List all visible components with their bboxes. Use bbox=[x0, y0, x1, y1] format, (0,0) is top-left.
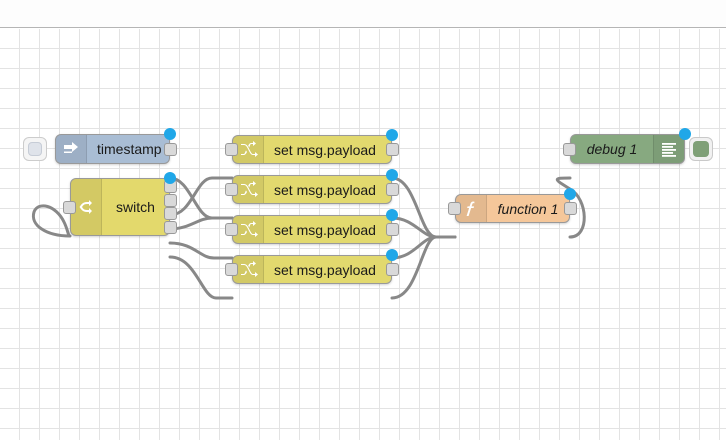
wire[interactable] bbox=[168, 241, 234, 260]
wire[interactable] bbox=[390, 176, 457, 239]
debug-toggle-button[interactable] bbox=[689, 137, 713, 161]
node-function-function-1[interactable]: function 1 bbox=[455, 194, 570, 223]
wire[interactable] bbox=[168, 255, 234, 300]
inject-trigger-button[interactable] bbox=[23, 137, 47, 161]
change-shuffle-icon bbox=[233, 216, 264, 243]
inject-trigger-inner bbox=[28, 142, 42, 156]
node-label: timestamp bbox=[97, 141, 162, 157]
node-output-port[interactable] bbox=[164, 207, 177, 221]
wire[interactable] bbox=[168, 216, 234, 231]
wire[interactable] bbox=[390, 235, 457, 260]
node-change-set-msg-payload[interactable]: set msg.payload bbox=[232, 175, 392, 204]
node-output-port[interactable] bbox=[164, 142, 177, 156]
node-input-port[interactable] bbox=[225, 223, 238, 236]
change-shuffle-icon bbox=[233, 136, 264, 163]
editor-top-strip bbox=[0, 0, 726, 28]
node-inject-timestamp[interactable]: timestamp bbox=[55, 134, 170, 164]
inject-arrow-icon bbox=[56, 135, 87, 163]
node-output-port[interactable] bbox=[164, 193, 177, 207]
node-label: set msg.payload bbox=[274, 261, 376, 278]
node-status-dot bbox=[164, 172, 176, 184]
node-output-port[interactable] bbox=[386, 143, 399, 156]
wire[interactable] bbox=[168, 176, 234, 220]
node-debug-debug-1[interactable]: debug 1 bbox=[570, 134, 685, 164]
node-status-dot bbox=[564, 188, 576, 200]
wire[interactable] bbox=[390, 216, 457, 239]
node-status-dot bbox=[386, 129, 398, 141]
switch-branch-icon bbox=[71, 179, 102, 235]
function-f-icon bbox=[456, 195, 487, 222]
node-label: set msg.payload bbox=[274, 181, 376, 198]
node-input-port[interactable] bbox=[225, 143, 238, 156]
node-label: function 1 bbox=[497, 200, 559, 217]
node-output-port[interactable] bbox=[564, 202, 577, 215]
debug-toggle-inner bbox=[693, 141, 709, 157]
node-output-port[interactable] bbox=[386, 183, 399, 196]
node-status-dot bbox=[679, 128, 691, 140]
node-status-dot bbox=[164, 128, 176, 140]
node-input-port[interactable] bbox=[63, 200, 76, 214]
node-output-port[interactable] bbox=[164, 220, 177, 234]
wire[interactable] bbox=[390, 235, 457, 300]
change-shuffle-icon bbox=[233, 256, 264, 283]
node-status-dot bbox=[386, 169, 398, 181]
node-change-set-msg-payload[interactable]: set msg.payload bbox=[232, 215, 392, 244]
debug-lines-icon bbox=[653, 135, 684, 163]
node-input-port[interactable] bbox=[448, 202, 461, 215]
node-label: switch bbox=[116, 199, 155, 215]
node-change-set-msg-payload[interactable]: set msg.payload bbox=[232, 255, 392, 284]
node-input-port[interactable] bbox=[563, 142, 576, 156]
flow-canvas[interactable]: timestamp switch set msg.payload set msg.pa… bbox=[0, 29, 726, 440]
node-label: set msg.payload bbox=[274, 141, 376, 158]
wire[interactable] bbox=[168, 176, 234, 217]
node-label: set msg.payload bbox=[274, 221, 376, 238]
node-switch-switch[interactable]: switch bbox=[70, 178, 170, 236]
change-shuffle-icon bbox=[233, 176, 264, 203]
node-input-port[interactable] bbox=[225, 263, 238, 276]
node-output-port[interactable] bbox=[386, 263, 399, 276]
node-status-dot bbox=[386, 209, 398, 221]
node-input-port[interactable] bbox=[225, 183, 238, 196]
node-output-port[interactable] bbox=[386, 223, 399, 236]
node-change-set-msg-payload[interactable]: set msg.payload bbox=[232, 135, 392, 164]
node-status-dot bbox=[386, 249, 398, 261]
node-label: debug 1 bbox=[586, 141, 638, 157]
